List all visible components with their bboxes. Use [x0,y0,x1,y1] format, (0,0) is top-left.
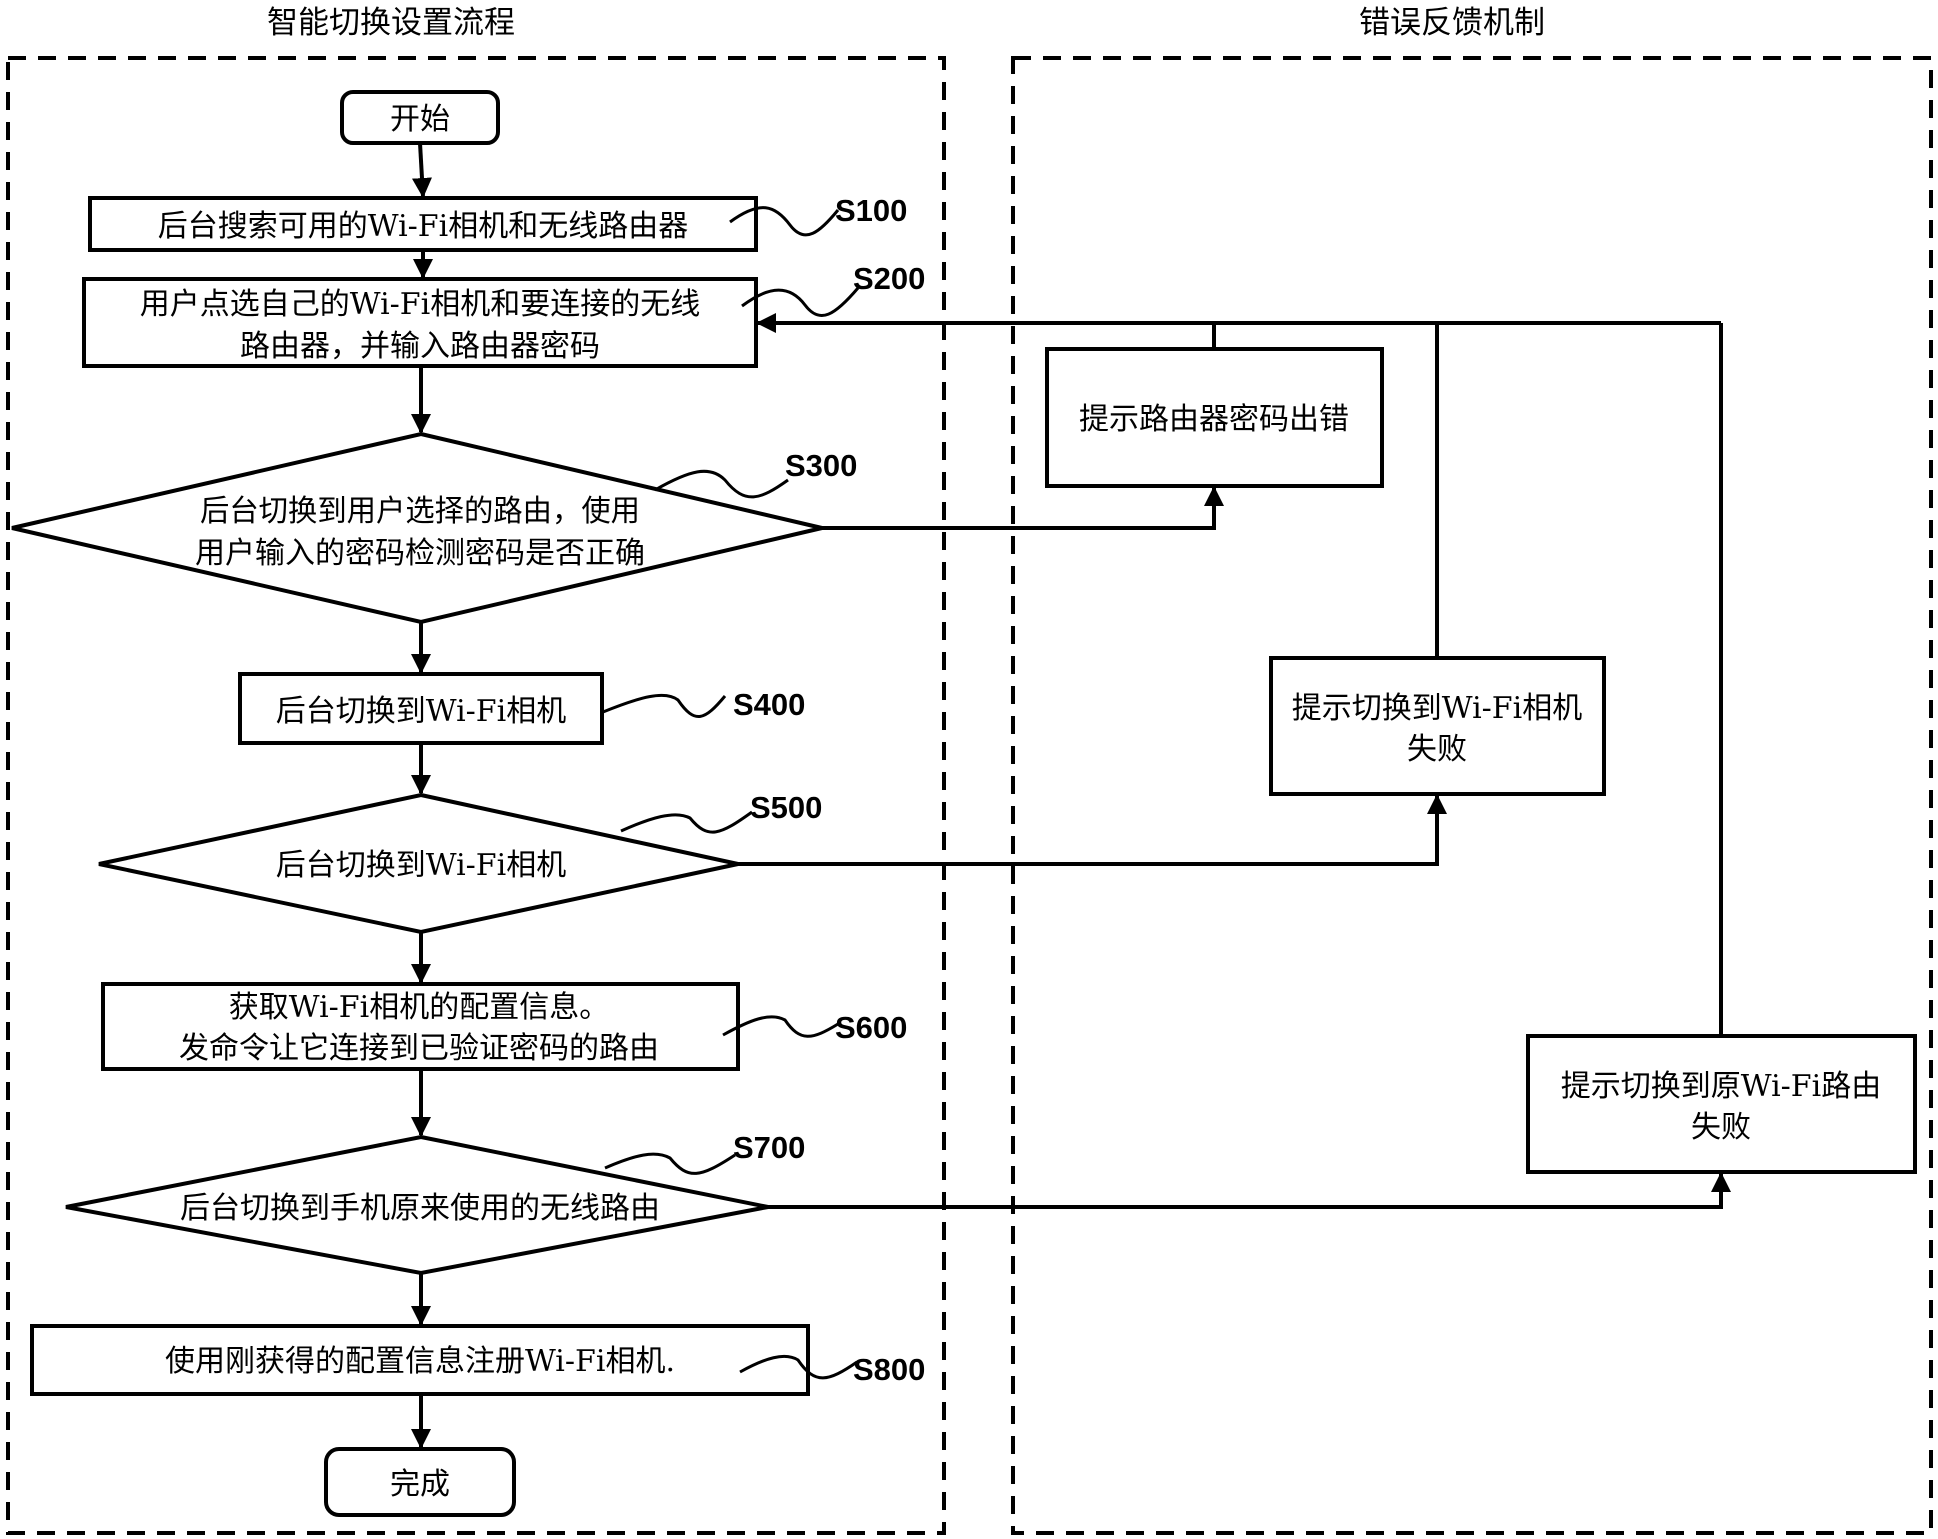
end-label: 完成 [390,1467,450,1502]
arrow-s700-to-router-error [768,1172,1731,1209]
label-s600: S600 [835,1010,907,1045]
leader-s300 [654,469,789,499]
label-s400: S400 [733,687,805,722]
step-s600-text-line2: 发命令让它连接到已验证密码的路由 [179,1031,659,1066]
leader-s200 [741,287,860,317]
label-s700: S700 [733,1130,805,1165]
step-s300-text-line1: 后台切换到用户选择的路由，使用 [200,494,640,529]
step-s400-text: 后台切换到Wi-Fi相机 [276,694,566,729]
label-s100: S100 [835,193,907,228]
step-s600: 获取Wi-Fi相机的配置信息。 发命令让它连接到已验证密码的路由 [101,982,740,1071]
step-s700-text: 后台切换到手机原来使用的无线路由 [180,1191,660,1226]
feedback-lines [756,313,1723,1036]
step-s100: 后台搜索可用的Wi-Fi相机和无线路由器 [88,196,758,252]
step-s500-decision: 后台切换到Wi-Fi相机 [98,792,739,935]
step-s400: 后台切换到Wi-Fi相机 [238,672,604,745]
step-s800: 使用刚获得的配置信息注册Wi-Fi相机. [30,1324,810,1396]
left-panel-border [6,56,946,1535]
error-camera-text-line2: 失败 [1407,732,1467,767]
step-s800-text: 使用刚获得的配置信息注册Wi-Fi相机. [165,1344,675,1379]
leader-s500 [620,810,753,834]
label-s300: S300 [785,448,857,483]
left-panel-title: 智能切换设置流程 [267,5,515,41]
right-panel-border [1011,56,1933,1535]
step-s700-decision: 后台切换到手机原来使用的无线路由 [65,1134,769,1276]
leader-s800 [739,1354,858,1380]
arrow-start-to-s100 [411,142,432,198]
step-s600-text-line1: 获取Wi-Fi相机的配置信息。 [229,990,609,1025]
error-box-router-switch: 提示切换到原Wi-Fi路由 失败 [1526,1034,1917,1174]
step-s200-text-line1: 用户点选自己的Wi-Fi相机和要连接的无线 [140,287,700,322]
error-router-text-line1: 提示切换到原Wi-Fi路由 [1561,1069,1881,1104]
step-s500-text: 后台切换到Wi-Fi相机 [276,848,566,883]
right-panel-title: 错误反馈机制 [1359,5,1545,41]
step-s300-text-line2: 用户输入的密码检测密码是否正确 [195,536,645,571]
main-flow-arrows [411,142,433,1449]
leader-s700 [604,1152,736,1175]
start-node: 开始 [340,90,500,145]
arrow-s300-to-password-error [822,486,1224,530]
step-s200-text-line2: 路由器，并输入路由器密码 [240,329,600,364]
label-s500: S500 [750,790,822,825]
error-box-password: 提示路由器密码出错 [1045,347,1384,488]
step-s200: 用户点选自己的Wi-Fi相机和要连接的无线 路由器，并输入路由器密码 [82,277,758,368]
step-s100-text: 后台搜索可用的Wi-Fi相机和无线路由器 [158,209,688,244]
error-password-text: 提示路由器密码出错 [1079,402,1349,437]
leader-s600 [722,1015,839,1038]
label-s800: S800 [853,1352,925,1387]
end-node: 完成 [324,1447,516,1517]
leader-s100 [729,206,840,237]
label-s200: S200 [853,261,925,296]
error-router-text-line2: 失败 [1691,1110,1751,1145]
step-labels: S100 S200 S300 S400 S500 S600 S700 S800 [602,193,925,1387]
error-arrows [738,486,1731,1209]
step-s300-decision: 后台切换到用户选择的路由，使用 用户输入的密码检测密码是否正确 [11,431,823,625]
arrow-s500-to-camera-error [738,794,1447,866]
error-box-camera-switch: 提示切换到Wi-Fi相机 失败 [1269,656,1606,796]
error-camera-text-line1: 提示切换到Wi-Fi相机 [1292,691,1582,726]
leader-s400 [602,693,727,719]
start-label: 开始 [390,102,450,137]
